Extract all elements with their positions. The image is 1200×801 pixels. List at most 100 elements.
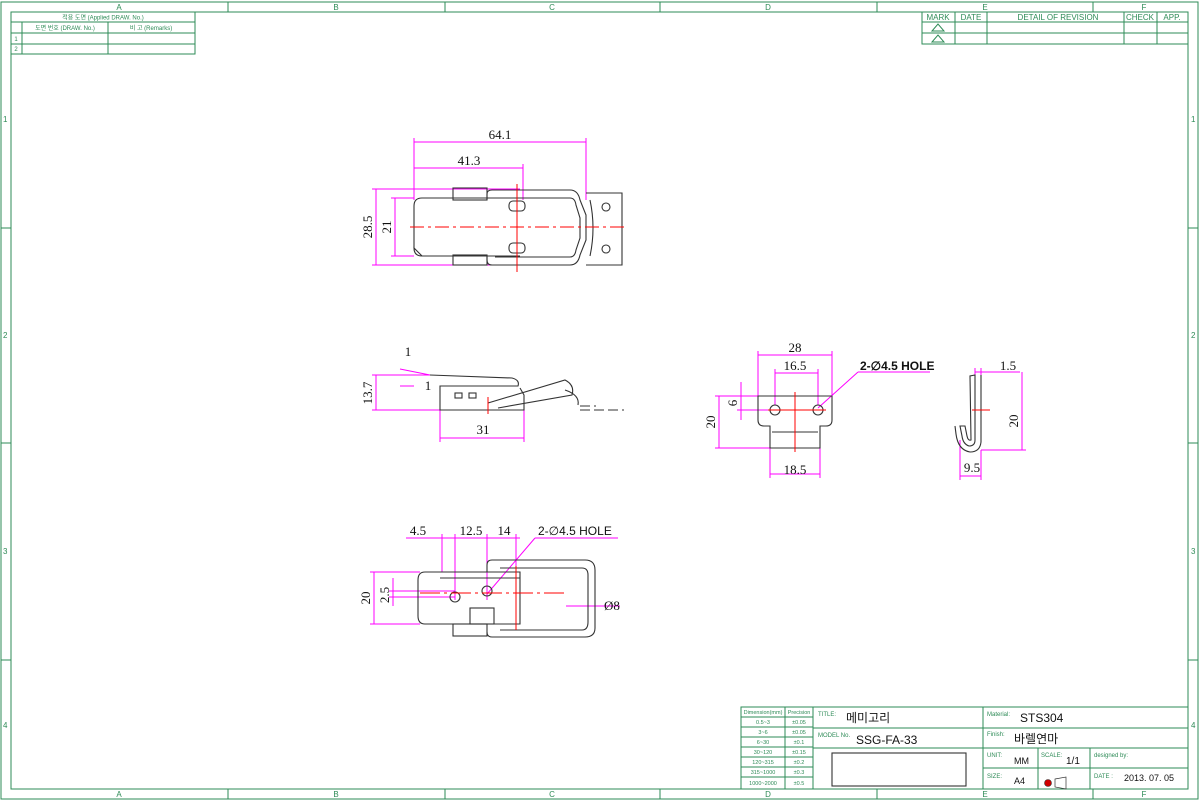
dim-bottom-c: 14: [498, 523, 512, 538]
title-block-blank-box: [831, 752, 967, 787]
scale-value: 1/1: [1066, 756, 1080, 767]
row-label-right: 3: [1191, 547, 1196, 556]
row-label-right: 4: [1191, 721, 1196, 730]
dim-bottom-b: 12.5: [460, 523, 483, 538]
row-label-left: 3: [3, 547, 8, 556]
size-value: A4: [1014, 776, 1025, 786]
dim-plate-hole-span: 16.5: [784, 358, 807, 373]
unit-value: MM: [1014, 756, 1029, 766]
date-label: DATE :: [1094, 774, 1113, 780]
tol-range: 1000~2000: [749, 781, 777, 787]
title-block: TITLE: 메미고리 MODEL No. SSG-FA-33 Material…: [812, 706, 1189, 790]
scale-label: SCALE:: [1041, 753, 1063, 759]
dim-top-height: 28.5: [360, 216, 375, 239]
applied-table-row-num: 2: [14, 47, 18, 53]
model-label: MODEL No.: [818, 733, 850, 739]
tol-value: ±0.5: [794, 781, 805, 787]
hook-profile-view: 1.5 20 9.5: [954, 358, 1026, 480]
revision-col-check: CHECK: [1126, 13, 1155, 22]
col-label-bottom: C: [549, 790, 555, 799]
date-value: 2013. 07. 05: [1124, 773, 1174, 783]
bottom-hole-note: 2-∅4.5 HOLE: [538, 524, 612, 538]
dim-side-height: 13.7: [360, 381, 375, 404]
dim-plate-bottom: 18.5: [784, 462, 807, 477]
material-value: STS304: [1020, 711, 1064, 725]
dim-top-overall: 64.1: [489, 127, 512, 142]
col-label-top: A: [116, 3, 122, 12]
revision-col-detail: DETAIL OF REVISION: [1018, 13, 1099, 22]
tol-value: ±0.1: [794, 740, 805, 746]
row-label-right: 1: [1191, 115, 1196, 124]
latch-bottom-view: 4.5 12.5 14 2-∅4.5 HOLE 20 2.5 Ø8: [358, 523, 620, 638]
revision-triangle-icon: [930, 34, 946, 43]
dim-plate-height: 20: [703, 416, 718, 429]
applied-table-header: 적용 도면 (Applied DRAW. No.): [62, 14, 144, 22]
plate-hole-note: 2-∅4.5 HOLE: [860, 359, 934, 373]
applied-table-col-drawing: 도면 번호 (DRAW. No.): [35, 24, 95, 32]
dim-plate-hole-offset: 6: [725, 399, 740, 406]
row-label-left: 4: [3, 721, 8, 730]
applied-table-row-num: 1: [14, 37, 18, 43]
col-label-top: E: [982, 3, 987, 12]
material-label: Material:: [987, 712, 1010, 718]
dim-side-length: 31: [477, 422, 490, 437]
dim-hook-width: 9.5: [964, 460, 980, 475]
dim-hook-thickness: 1.5: [1000, 358, 1016, 373]
tol-range: 6~30: [757, 740, 769, 746]
revision-triangle-icon: [930, 23, 946, 32]
col-label-bottom: E: [982, 790, 987, 799]
col-label-bottom: B: [333, 790, 338, 799]
col-label-bottom: A: [116, 790, 122, 799]
col-label-bottom: D: [765, 790, 771, 799]
tol-value: ±0.05: [792, 720, 806, 726]
col-label-top: C: [549, 3, 555, 12]
dim-hook-height: 20: [1006, 415, 1021, 428]
row-label-left: 1: [3, 115, 8, 124]
tol-header-prec: Precision: [788, 710, 811, 716]
size-label: SIZE:: [987, 774, 1002, 780]
tol-range: 120~315: [752, 760, 774, 766]
unit-label: UNIT:: [987, 753, 1002, 759]
dim-bottom-small: 2.5: [377, 587, 392, 603]
tol-range: 315~1000: [751, 770, 776, 776]
finish-value: 바렐연마: [1014, 732, 1058, 746]
col-label-top: D: [765, 3, 771, 12]
tol-value: ±0.2: [794, 760, 805, 766]
col-label-top: F: [1142, 3, 1147, 12]
revision-table: MARK DATE DETAIL OF REVISION CHECK APP.: [921, 11, 1189, 45]
tol-value: ±0.05: [792, 730, 806, 736]
hook-plate-view: 28 16.5 2-∅4.5 HOLE 20 6 18.5: [703, 340, 934, 478]
finish-label: Finish:: [987, 732, 1005, 738]
col-label-bottom: F: [1142, 790, 1147, 799]
projection-symbol-icon: [1044, 776, 1067, 790]
applied-table-col-remarks: 비 고 (Remarks): [130, 24, 172, 32]
row-label-right: 2: [1191, 331, 1196, 340]
latch-side-view: 13.7 1 1 31: [360, 344, 624, 442]
row-label-left: 2: [3, 331, 8, 340]
frame-labels: A B C D E F A B C D E F 1 2 3 4 1 2 3 4: [3, 3, 1196, 799]
tol-range: 30~120: [754, 750, 773, 756]
dim-bottom-height: 20: [358, 592, 373, 605]
tol-range: 3~6: [758, 730, 767, 736]
title-label: TITLE:: [818, 712, 836, 718]
revision-col-date: DATE: [961, 13, 982, 22]
revision-col-app: APP.: [1163, 13, 1180, 22]
designed-label: designed by:: [1094, 753, 1128, 759]
title-value: 메미고리: [846, 711, 890, 725]
tol-header-dim: Dimension(mm): [744, 710, 783, 716]
dim-side-small: 1: [425, 378, 432, 393]
dim-bottom-wire: Ø8: [604, 598, 620, 613]
dim-bottom-a: 4.5: [410, 523, 426, 538]
tol-value: ±0.3: [794, 770, 805, 776]
tol-value: ±0.15: [792, 750, 806, 756]
dim-top-inner-height: 21: [379, 221, 394, 234]
model-value: SSG-FA-33: [856, 733, 918, 747]
dim-plate-width: 28: [789, 340, 802, 355]
col-label-top: B: [333, 3, 338, 12]
dim-side-thickness: 1: [405, 344, 412, 359]
latch-top-view: 64.1 41.3 28.5 21: [360, 127, 625, 272]
tol-range: 0.5~3: [756, 720, 770, 726]
applied-drawing-table: 적용 도면 (Applied DRAW. No.) 도면 번호 (DRAW. N…: [10, 11, 196, 55]
